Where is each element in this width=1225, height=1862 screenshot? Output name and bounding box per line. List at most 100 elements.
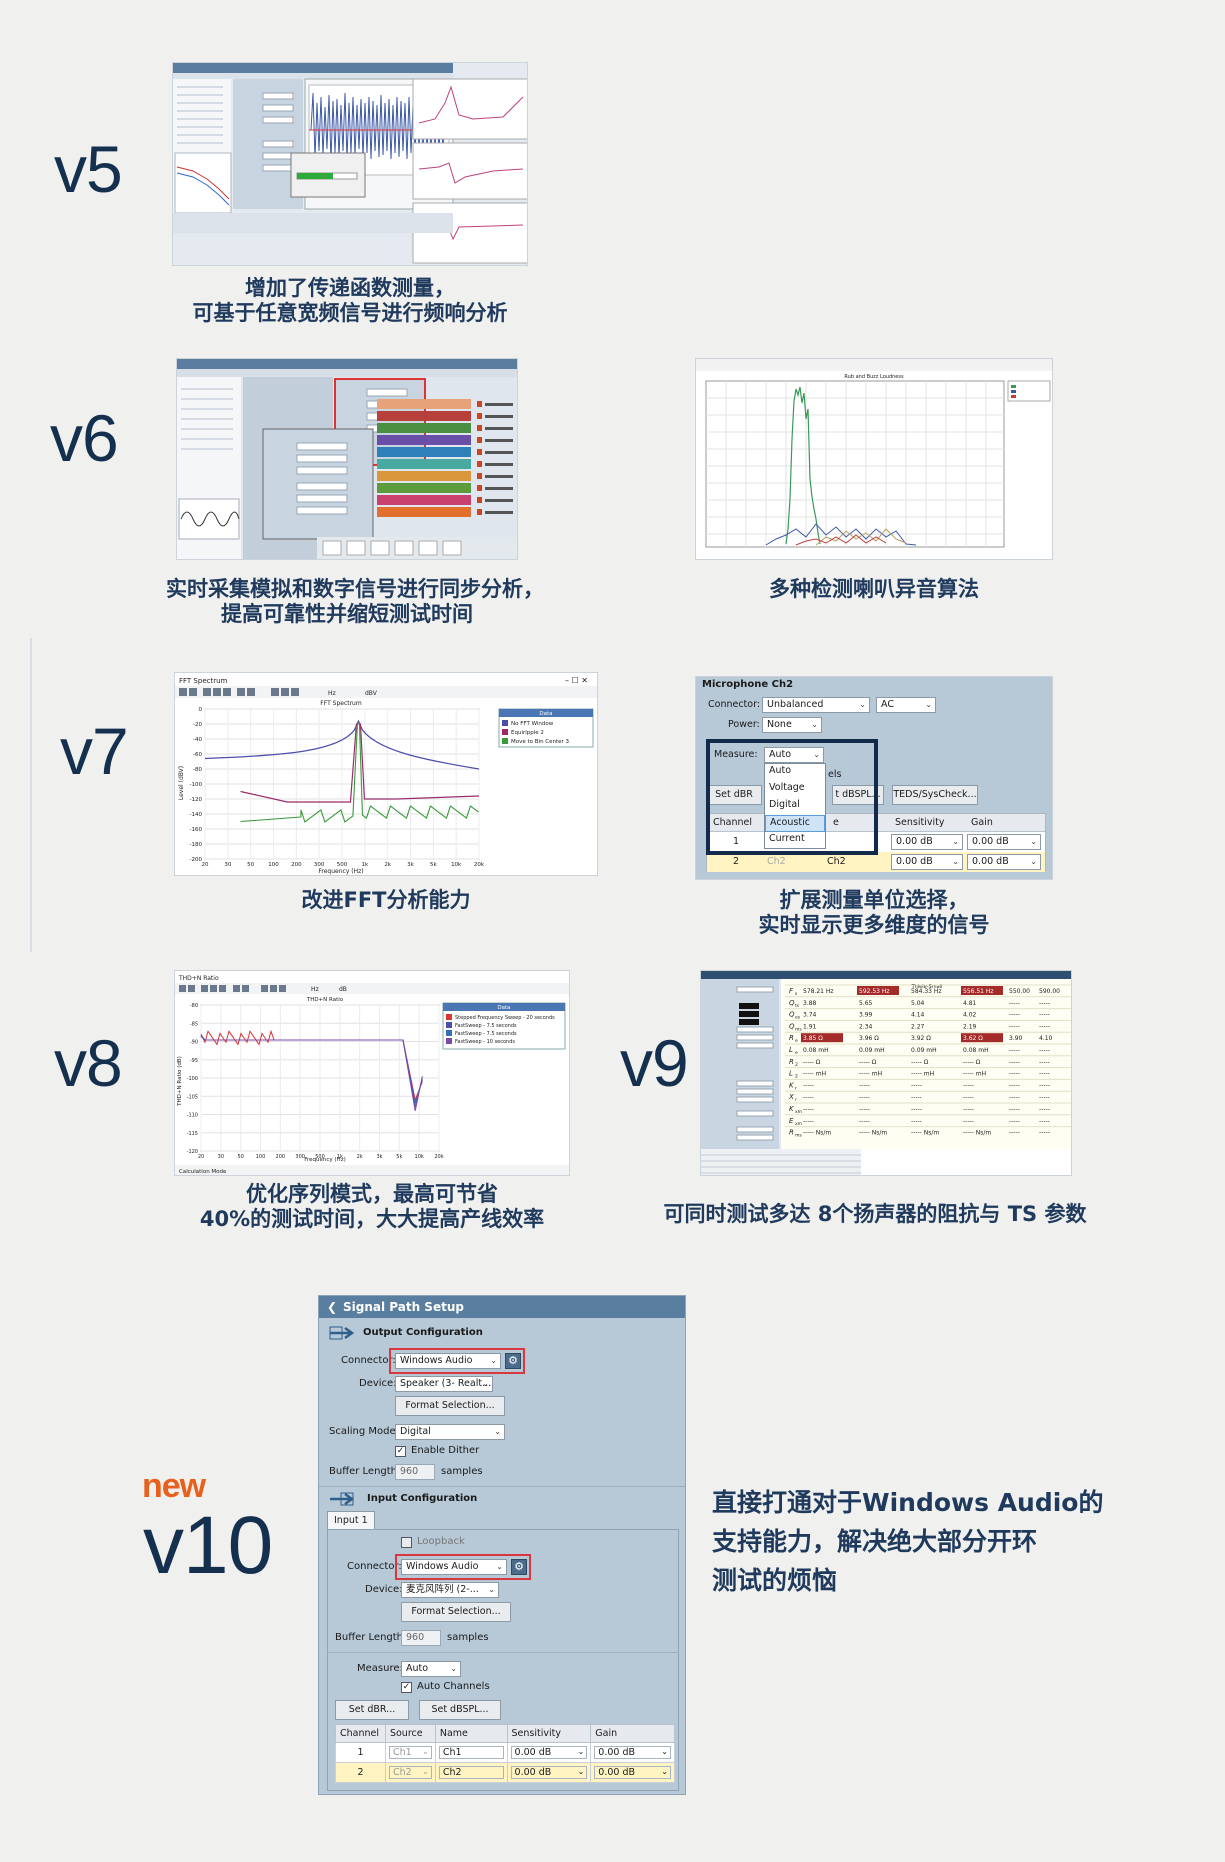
ts-param-sub: es <box>795 1016 801 1021</box>
gear-icon[interactable]: ⚙ <box>505 1353 521 1369</box>
ts-value: ----- <box>859 1106 870 1113</box>
rub-buzz-screenshot: Rub and Buzz Loudness <box>695 358 1053 560</box>
thd-y-unit[interactable]: dB <box>339 986 347 993</box>
measure-option[interactable]: Auto <box>769 765 792 776</box>
measure-option[interactable]: Current <box>769 833 805 844</box>
input-device-label: Device: <box>365 1584 403 1595</box>
table-row-selected[interactable]: 2 Ch2⌄ Ch2 0.00 dB⌄ 0.00 dB⌄ <box>335 1762 675 1783</box>
mic-set-dbspl-button[interactable]: t dBSPL... <box>832 785 884 805</box>
ts-value: 1.91 <box>803 1023 817 1030</box>
thd-x-unit[interactable]: Hz <box>311 986 319 993</box>
version-label-v8: v8 <box>54 1026 123 1100</box>
source-dropdown[interactable]: Ch2⌄ <box>388 1766 432 1779</box>
sensitivity-field[interactable]: 0.00 dB⌄ <box>891 854 963 870</box>
tab-input-1[interactable]: Input 1 <box>327 1511 375 1529</box>
sensitivity-dropdown[interactable]: 0.00 dB⌄ <box>510 1766 588 1779</box>
col-header: Gain <box>590 1724 675 1743</box>
set-dbr-button[interactable]: Set dBR... <box>335 1700 409 1720</box>
row-source[interactable]: Ch2⌄ <box>384 1762 436 1783</box>
row-gain[interactable]: 0.00 dB⌄ <box>590 1742 675 1763</box>
thd-xlabel: Frequency (Hz) <box>304 1157 345 1163</box>
measure-option[interactable]: Digital <box>769 799 800 810</box>
output-device-dropdown[interactable]: Speaker (3- Realt...⌄ <box>395 1376 493 1392</box>
row-source[interactable]: Ch1⌄ <box>384 1742 436 1763</box>
fft-y-unit[interactable]: dBV <box>365 690 378 697</box>
ts-param-sub: 2 <box>795 1074 798 1080</box>
back-arrow-icon[interactable]: ❮ <box>327 1300 338 1314</box>
sensitivity-field[interactable]: 0.00 dB⌄ <box>891 834 963 850</box>
ts-value: 0.09 mH <box>911 1047 937 1054</box>
legend-item[interactable]: No FFT Window <box>511 721 554 727</box>
legend-item[interactable]: FastSweep - 7.5 seconds <box>455 1023 517 1029</box>
thd-footer: Calculation Mode <box>179 1169 227 1175</box>
legend-item[interactable]: Stepped Frequency Sweep - 20 seconds <box>455 1015 555 1021</box>
input-format-selection-button[interactable]: Format Selection... <box>401 1602 511 1622</box>
gear-icon[interactable]: ⚙ <box>511 1559 527 1575</box>
gain-dropdown[interactable]: 0.00 dB⌄ <box>594 1746 671 1759</box>
measure-option[interactable]: Voltage <box>769 782 805 793</box>
measure-options-list[interactable]: Auto Voltage Digital Acoustic Current <box>764 763 826 849</box>
mic-coupling-dropdown[interactable]: AC⌄ <box>876 697 936 713</box>
thd-ytick: -85 <box>190 1021 198 1027</box>
dropdown-value: Digital <box>400 1426 431 1437</box>
thd-xtick: 2k <box>357 1154 363 1160</box>
row-sensitivity[interactable]: 0.00 dB⌄ <box>506 1742 592 1763</box>
ts-value: ----- <box>1039 1082 1050 1089</box>
loopback-checkbox[interactable] <box>401 1537 412 1548</box>
thd-legend: Stepped Frequency Sweep - 20 seconds Fas… <box>446 1014 555 1045</box>
thd-xtick: 3k <box>376 1154 382 1160</box>
ts-value: ----- <box>911 1118 922 1125</box>
fft-x-unit[interactable]: Hz <box>328 690 336 697</box>
input-connector-dropdown[interactable]: Windows Audio⌄ <box>401 1559 507 1575</box>
v6-caption-right: 多种检测喇叭异音算法 <box>695 577 1053 602</box>
fft-spectrum-screenshot: FFT Spectrum – ☐ ✕ Hz dBV FFT Spectrum 0… <box>174 672 598 876</box>
ts-param-sub: ms <box>795 1027 802 1032</box>
enable-dither-checkbox[interactable]: ✓ <box>395 1446 406 1457</box>
auto-channels-checkbox[interactable]: ✓ <box>401 1682 412 1693</box>
thd-xtick: 300 <box>295 1154 305 1160</box>
legend-item[interactable]: Move to Bin Center 3 <box>511 739 570 745</box>
input-device-dropdown[interactable]: 麦克风阵列 (2-...⌄ <box>401 1582 499 1598</box>
thd-xtick: 50 <box>237 1154 243 1160</box>
caption-line: 提高可靠性并缩短测试时间 <box>221 602 473 626</box>
teds-syscheck-button[interactable]: TEDS/SysCheck... <box>892 785 978 805</box>
row-name[interactable]: Ch1 <box>434 1742 508 1763</box>
legend-item[interactable]: Equiripple 2 <box>511 730 544 736</box>
mic-connector-dropdown[interactable]: Unbalanced⌄ <box>762 697 870 713</box>
ts-fail-cell <box>801 1033 843 1043</box>
description-line: 测试的烦恼 <box>712 1566 838 1595</box>
name-field[interactable]: Ch2 <box>438 1766 504 1779</box>
output-format-selection-button[interactable]: Format Selection... <box>395 1396 505 1416</box>
legend-item[interactable]: FastSweep - 7.5 seconds <box>455 1031 517 1037</box>
fft-xtick: 300 <box>314 862 325 868</box>
row-channel: 2 <box>733 856 740 867</box>
thd-ytick: -95 <box>190 1058 198 1064</box>
gain-field[interactable]: 0.00 dB⌄ <box>967 854 1041 870</box>
input-buffer-field[interactable]: 960 <box>401 1630 441 1646</box>
version-label-v5: v5 <box>54 132 123 206</box>
output-buffer-field[interactable]: 960 <box>395 1464 435 1480</box>
scaling-mode-dropdown[interactable]: Digital ⌄ <box>395 1424 505 1440</box>
thd-window-title: THD+N Ratio <box>178 975 219 982</box>
ts-value: 4.14 <box>911 1012 925 1019</box>
name-field[interactable]: Ch1 <box>438 1746 504 1759</box>
source-dropdown[interactable]: Ch1⌄ <box>388 1746 432 1759</box>
measure-option-selected[interactable]: Acoustic <box>765 815 825 832</box>
set-dbspl-button[interactable]: Set dBSPL... <box>419 1700 501 1720</box>
ts-param-sub: r <box>795 1097 797 1103</box>
mic-measure-dropdown[interactable]: Auto⌄ <box>764 747 824 763</box>
measure-dropdown[interactable]: Auto⌄ <box>401 1661 461 1677</box>
chevron-down-icon: ⌄ <box>494 1427 501 1436</box>
row-name[interactable]: Ch2 <box>434 1762 508 1783</box>
thd-xtick: 500 <box>315 1154 325 1160</box>
sensitivity-dropdown[interactable]: 0.00 dB⌄ <box>510 1746 588 1759</box>
window-controls[interactable]: – ☐ ✕ <box>565 676 588 685</box>
gain-field[interactable]: 0.00 dB⌄ <box>967 834 1041 850</box>
row-gain[interactable]: 0.00 dB⌄ <box>590 1762 675 1783</box>
output-connector-dropdown[interactable]: Windows Audio⌄ <box>395 1353 501 1369</box>
row-sensitivity[interactable]: 0.00 dB⌄ <box>506 1762 592 1783</box>
table-row[interactable]: 1 Ch1⌄ Ch1 0.00 dB⌄ 0.00 dB⌄ <box>335 1742 675 1763</box>
legend-item[interactable]: FastSweep - 10 seconds <box>455 1039 515 1045</box>
mic-power-dropdown[interactable]: None⌄ <box>762 717 822 733</box>
gain-dropdown[interactable]: 0.00 dB⌄ <box>594 1766 671 1779</box>
